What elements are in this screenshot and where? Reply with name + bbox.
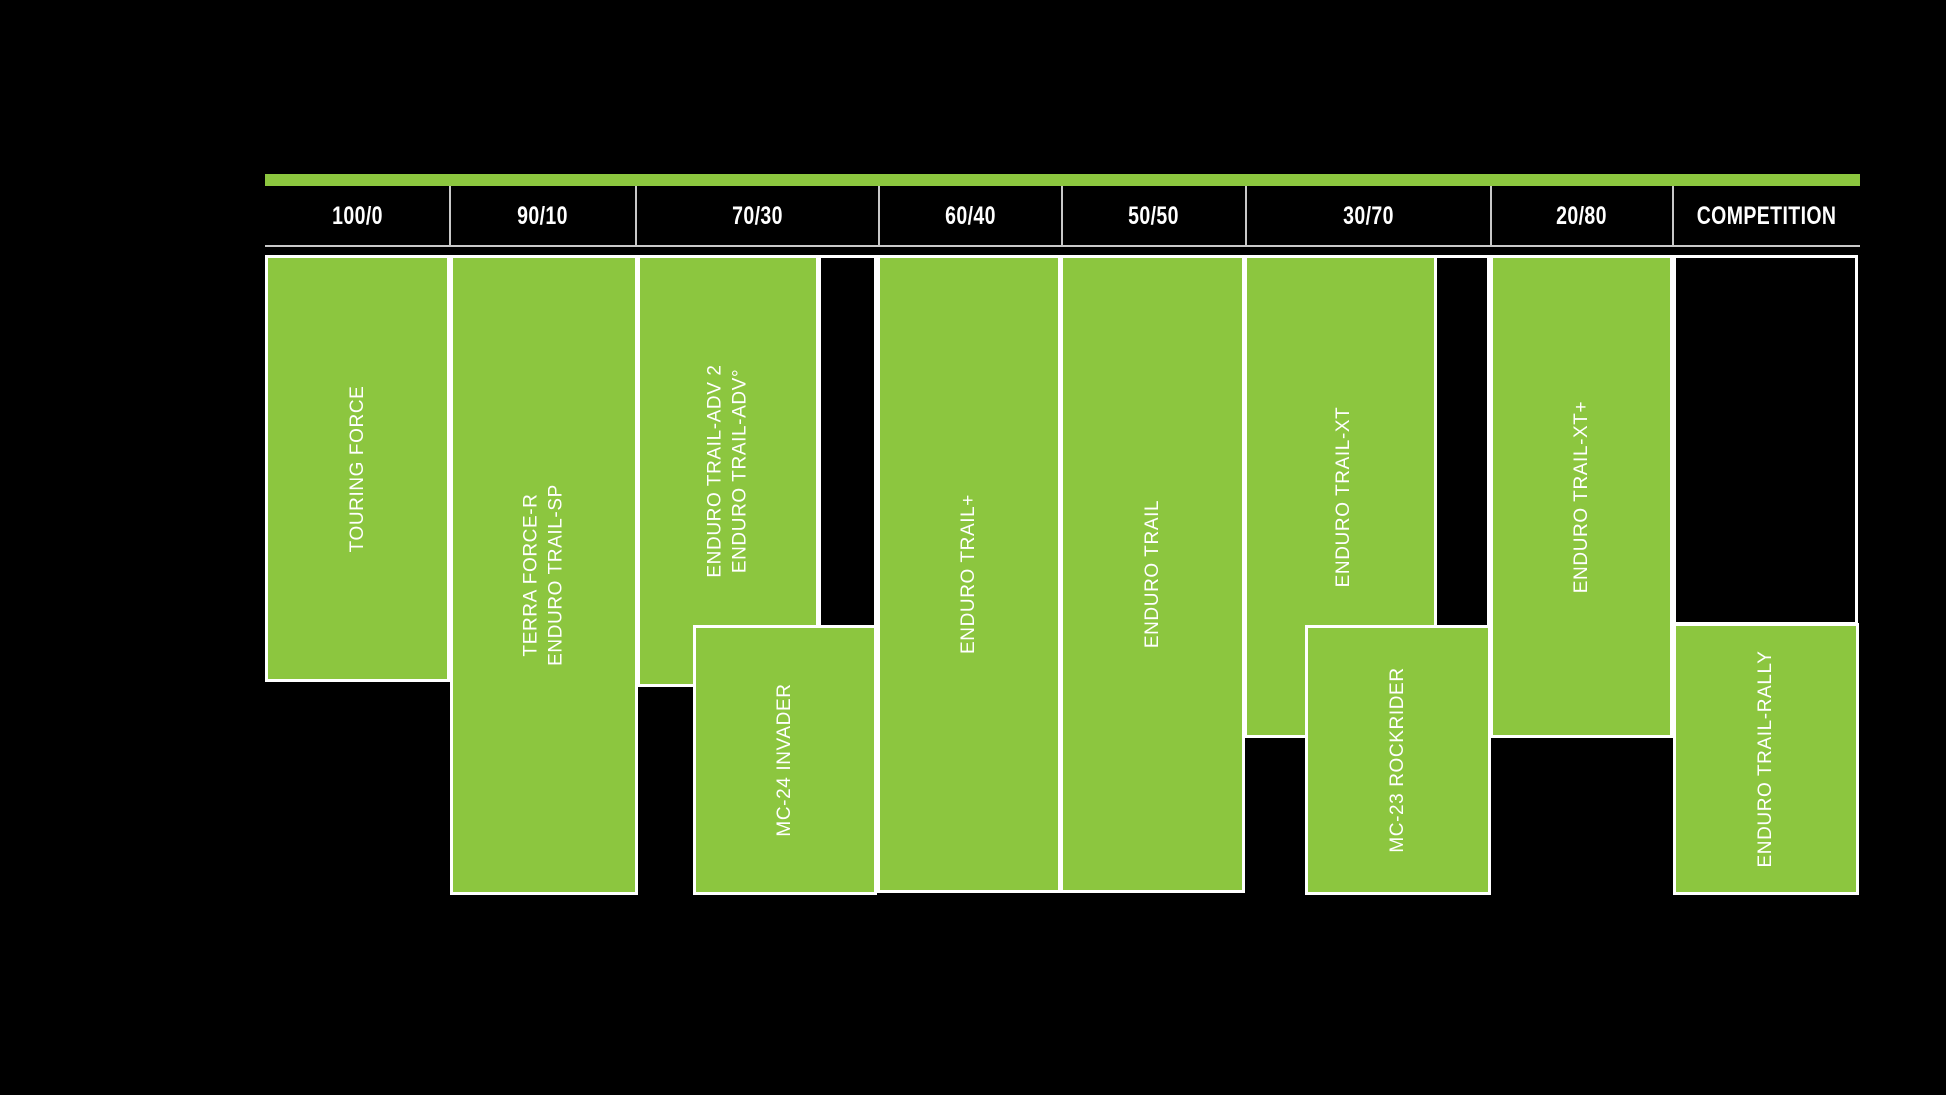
column-header-label: 50/50 [1128,202,1180,230]
bar-label: ENDURO TRAIL+ [958,493,980,655]
column-divider [1672,186,1674,247]
column-divider [449,186,451,247]
column-header-label: COMPETITION [1696,202,1837,230]
column-header-label: 60/40 [945,202,996,230]
column-header-100-0[interactable]: 100/0 [265,186,450,247]
column-header-30-70[interactable]: 30/70 [1246,186,1491,247]
column-header-60-40[interactable]: 60/40 [879,186,1062,247]
column-header-competition[interactable]: COMPETITION [1673,186,1860,247]
bar-label: ENDURO TRAIL-RALLY [1755,650,1777,868]
bar-label: MC-24 INVADER [774,683,796,837]
bar-enduro-trail-rally[interactable]: ENDURO TRAIL-RALLY [1673,623,1859,895]
bar-enduro-trail[interactable]: ENDURO TRAIL [1060,255,1245,893]
column-header-70-30[interactable]: 70/30 [636,186,879,247]
bar-gap-gap-70-30[interactable] [818,255,877,630]
column-header-row: 100/0 90/10 70/30 60/40 50/50 30/70 20/80 COMPE… [265,186,1860,247]
column-divider [1490,186,1492,247]
bar-label: MC-23 ROCKRIDER [1387,667,1409,853]
column-header-label: 100/0 [332,202,383,230]
column-divider [878,186,880,247]
column-header-label: 70/30 [732,202,783,230]
column-divider [1245,186,1247,247]
column-header-50-50[interactable]: 50/50 [1062,186,1246,247]
column-header-label: 20/80 [1556,202,1608,230]
bar-label: TOURING FORCE [346,385,368,552]
bar-enduro-trail-xt-plus[interactable]: ENDURO TRAIL-XT+ [1490,255,1673,738]
bar-gap-gap-30-70[interactable] [1434,255,1490,630]
column-header-label: 90/10 [517,202,569,230]
column-header-20-80[interactable]: 20/80 [1491,186,1673,247]
column-header-label: 30/70 [1343,202,1394,230]
header-underline [265,245,1860,247]
bar-enduro-trail-plus[interactable]: ENDURO TRAIL+ [877,255,1061,893]
column-divider [1061,186,1063,247]
bar-label: ENDURO TRAIL [1141,499,1163,649]
top-accent-band [265,174,1860,187]
bar-label: ENDURO TRAIL-XT [1333,406,1355,587]
bar-gap-gap-competition[interactable] [1673,255,1858,625]
column-header-90-10[interactable]: 90/10 [450,186,636,247]
bar-touring-force[interactable]: TOURING FORCE [265,255,450,682]
bar-mc-23-rockrider[interactable]: MC-23 ROCKRIDER [1305,625,1491,895]
column-divider [635,186,637,247]
bar-label: ENDURO TRAIL-XT+ [1570,400,1592,593]
bar-mc-24-invader[interactable]: MC-24 INVADER [693,625,877,895]
